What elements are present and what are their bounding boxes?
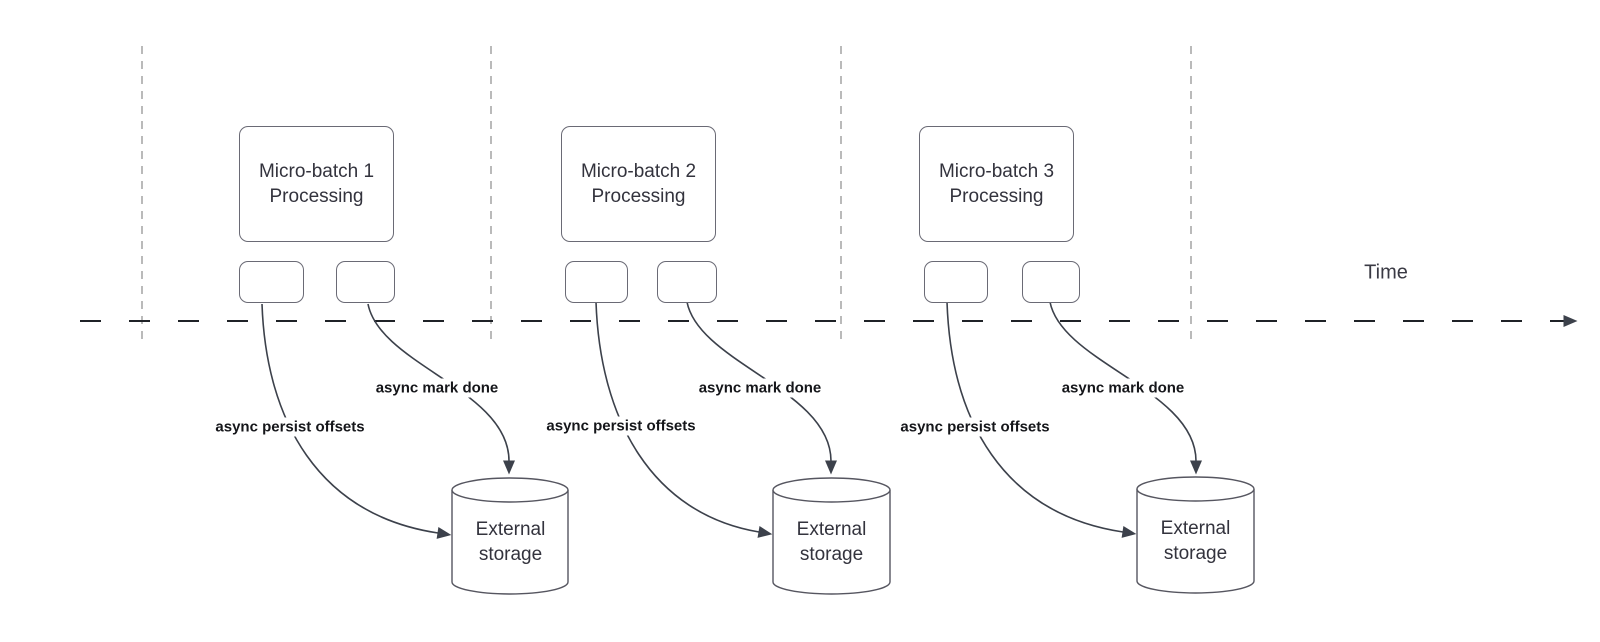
time-axis-label: Time	[1364, 261, 1408, 284]
persist-offsets-arrow-3	[946, 301, 1137, 538]
persist-offsets-arrow-1	[261, 303, 452, 539]
mark-done-arrow-3	[1049, 301, 1202, 475]
storage-cylinder-3	[1136, 476, 1255, 594]
persist-offsets-label-1: async persist offsets	[212, 417, 368, 437]
micro-batch-3-title: Micro-batch 3	[938, 160, 1055, 182]
mark-done-label-1: async mark done	[372, 378, 502, 398]
persist-offsets-arrow-2	[595, 301, 773, 538]
external-storage-label-2: External storage	[796, 518, 867, 565]
storage-cylinder-2	[772, 477, 891, 595]
micro-batch-2-title: Micro-batch 2	[580, 160, 697, 182]
micro-batch-3-subtitle: Processing	[949, 186, 1044, 207]
persist-offsets-label-3: async persist offsets	[897, 417, 1053, 437]
mark-done-task-box-1	[336, 261, 395, 303]
mark-done-task-box-2	[657, 261, 717, 303]
micro-batch-3-box: Micro-batch 3 Processing	[919, 126, 1074, 242]
persist-task-box-2	[565, 261, 628, 303]
micro-batch-2-subtitle: Processing	[591, 186, 686, 207]
mark-done-task-box-3	[1022, 261, 1080, 303]
external-storage-label-1: External storage	[475, 518, 546, 565]
micro-batch-1-subtitle: Processing	[269, 186, 364, 207]
persist-task-box-1	[239, 261, 304, 303]
micro-batch-1-box: Micro-batch 1 Processing	[239, 126, 394, 242]
mark-done-label-3: async mark done	[1058, 378, 1188, 398]
persist-offsets-label-2: async persist offsets	[543, 416, 699, 436]
persist-task-box-3	[924, 261, 988, 303]
mark-done-arrow-2	[686, 301, 837, 475]
micro-batch-1-title: Micro-batch 1	[258, 160, 375, 182]
external-storage-label-3: External storage	[1160, 517, 1231, 564]
storage-cylinder-1	[451, 477, 569, 595]
micro-batch-2-box: Micro-batch 2 Processing	[561, 126, 716, 242]
mark-done-label-2: async mark done	[695, 378, 825, 398]
